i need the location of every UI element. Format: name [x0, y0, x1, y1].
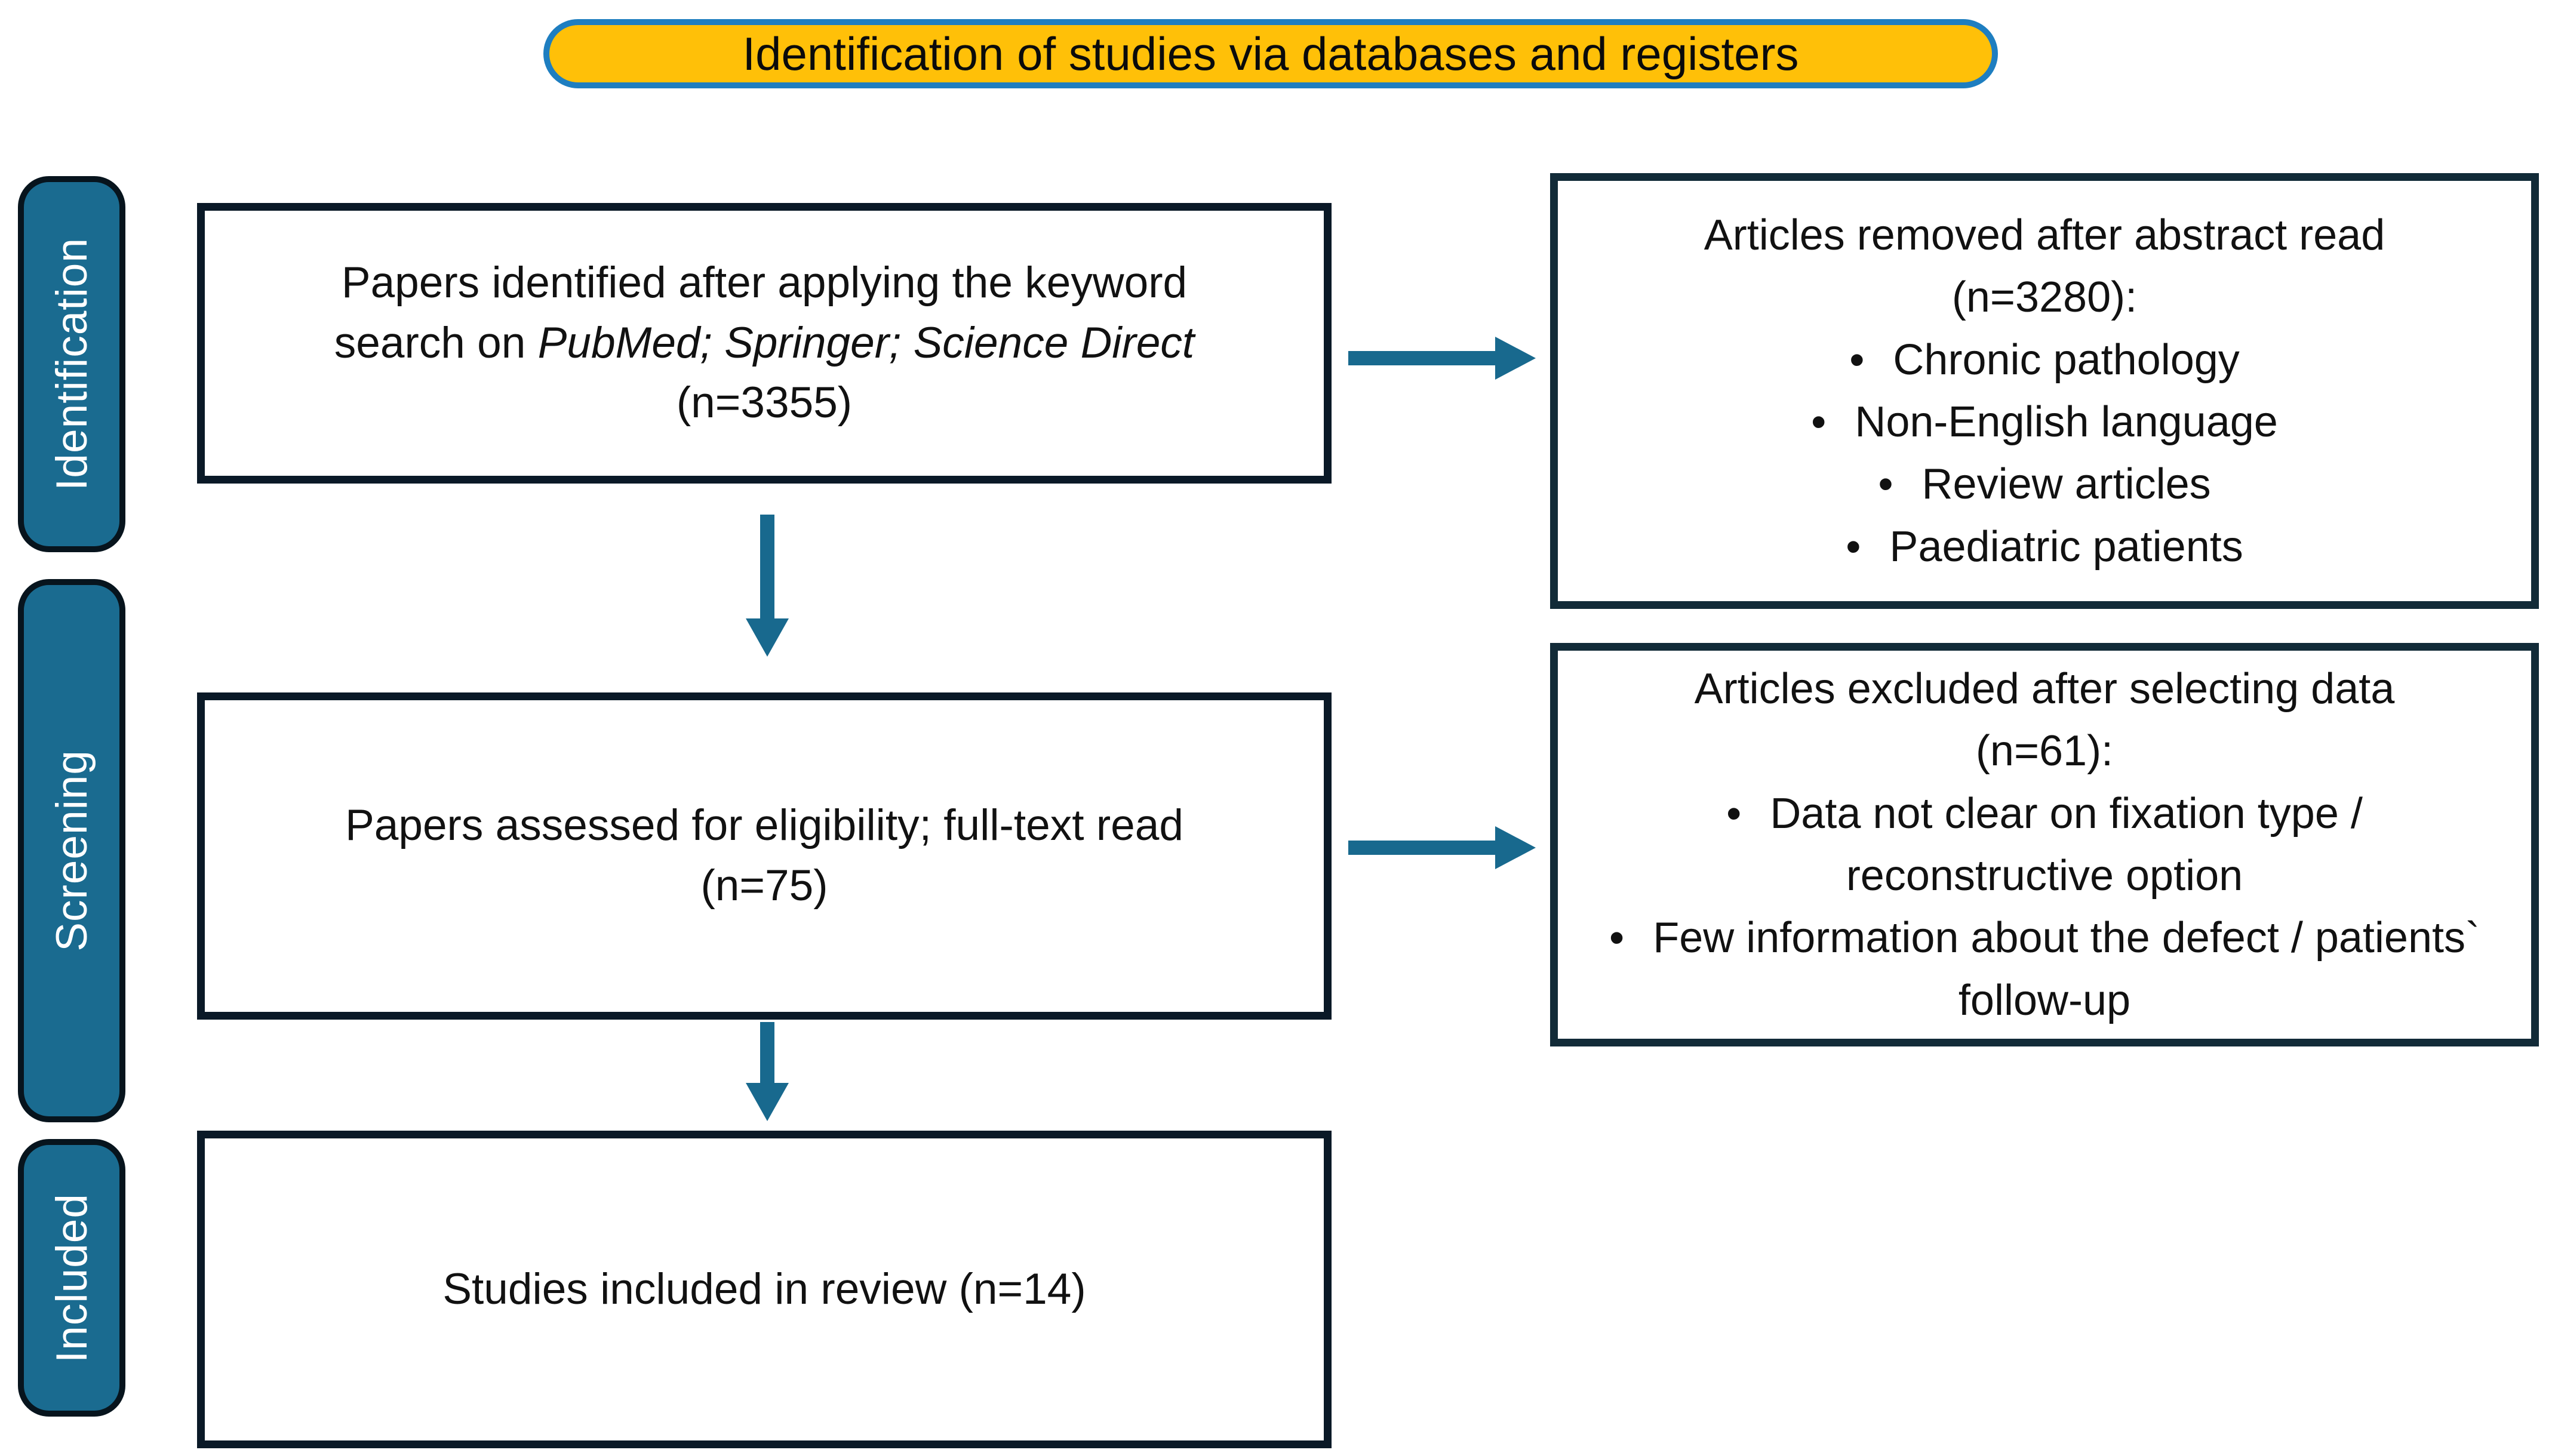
flow-box-papers-assessed: Papers assessed for eligibility; full-te…	[197, 692, 1332, 1020]
exclusion-box-data-selection-content: Articles excluded after selecting data (…	[1558, 658, 2531, 1032]
flow-box-papers-identified-text: Papers identified after applying the key…	[270, 253, 1258, 373]
exclusion-item: • Chronic pathology	[1600, 329, 2489, 391]
arrow-shaft	[1348, 351, 1496, 365]
flow-box-papers-assessed-content: Papers assessed for eligibility; full-te…	[205, 796, 1324, 916]
stage-label-screening: Screening	[18, 579, 125, 1122]
bullet-icon: •	[1811, 398, 1827, 446]
exclusion-item-text: Few information about the defect / patie…	[1653, 914, 2480, 1024]
stage-label-included: Included	[18, 1139, 125, 1417]
arrow-head-right-icon	[1495, 337, 1536, 380]
exclusion-item: • Review articles	[1600, 453, 2489, 515]
exclusion-box-abstract-read-count: (n=3280):	[1951, 273, 2138, 322]
exclusion-box-abstract-read: Articles removed after abstract read (n=…	[1550, 173, 2539, 609]
stage-label-screening-text: Screening	[47, 750, 96, 952]
arrow-shaft	[760, 515, 774, 620]
arrow-head-down-icon	[746, 1083, 789, 1121]
exclusion-item: • Data not clear on fixation type / recon…	[1600, 783, 2489, 907]
flow-box-papers-assessed-text: Papers assessed for eligibility; full-te…	[345, 801, 1183, 850]
exclusion-box-data-selection: Articles excluded after selecting data (…	[1550, 643, 2539, 1046]
exclusion-item-text: Chronic pathology	[1893, 335, 2240, 384]
exclusion-item-text: Review articles	[1921, 460, 2211, 509]
exclusion-box-data-selection-count: (n=61):	[1975, 727, 2114, 775]
banner: Identification of studies via databases …	[543, 19, 1998, 88]
bullet-icon: •	[1849, 335, 1865, 384]
arrow-shaft	[760, 1022, 774, 1084]
text-regular: Papers identified after applying the key…	[334, 258, 1188, 367]
flow-box-studies-included: Studies included in review (n=14)	[197, 1131, 1332, 1448]
flow-box-studies-included-text: Studies included in review (n=14)	[442, 1264, 1086, 1313]
flow-box-studies-included-content: Studies included in review (n=14)	[205, 1260, 1324, 1320]
exclusion-item-text: Data not clear on fixation type / recons…	[1770, 789, 2363, 900]
exclusion-item: • Non-English language	[1600, 391, 2489, 453]
bullet-icon: •	[1609, 914, 1625, 962]
banner-label: Identification of studies via databases …	[742, 27, 1799, 80]
flow-box-papers-assessed-count: (n=75)	[700, 861, 828, 910]
exclusion-item-text: Non-English language	[1855, 398, 2278, 446]
bullet-icon: •	[1846, 522, 1861, 571]
bullet-icon: •	[1878, 460, 1893, 509]
flow-box-papers-identified-count: (n=3355)	[676, 378, 853, 427]
arrow-head-down-icon	[746, 618, 789, 657]
stage-label-identification: Identification	[18, 176, 125, 552]
bullet-icon: •	[1726, 789, 1742, 838]
exclusion-item: • Few information about the defect / pati…	[1600, 907, 2489, 1032]
arrow-shaft	[1348, 841, 1496, 855]
flow-box-papers-identified-content: Papers identified after applying the key…	[205, 253, 1324, 433]
exclusion-box-abstract-read-content: Articles removed after abstract read (n=…	[1558, 204, 2531, 578]
exclusion-item-text: Paediatric patients	[1889, 522, 2243, 571]
arrow-head-right-icon	[1495, 826, 1536, 869]
exclusion-item: • Paediatric patients	[1600, 516, 2489, 578]
text-italic-databases: PubMed; Springer; Science Direct	[537, 318, 1195, 367]
stage-label-included-text: Included	[47, 1193, 96, 1363]
flow-box-papers-identified: Papers identified after applying the key…	[197, 203, 1332, 484]
stage-label-identification-text: Identification	[47, 238, 96, 491]
exclusion-box-abstract-read-title: Articles removed after abstract read	[1704, 211, 2385, 259]
exclusion-box-data-selection-title: Articles excluded after selecting data	[1694, 664, 2395, 713]
